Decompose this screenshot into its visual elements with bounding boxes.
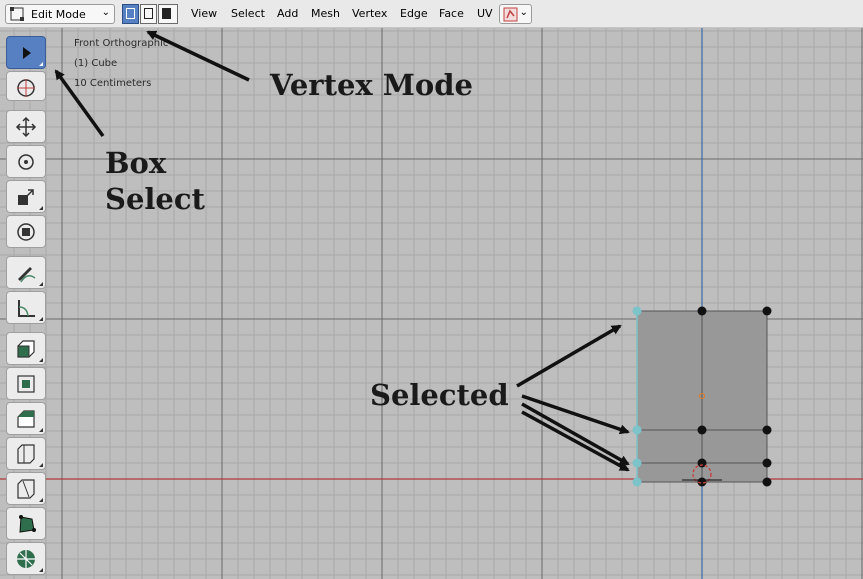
arrow-selected-2 bbox=[521, 394, 630, 435]
tool-select-box[interactable] bbox=[6, 36, 46, 69]
vertex-select-mode-button[interactable] bbox=[122, 4, 139, 24]
spin-icon bbox=[17, 550, 35, 568]
tool-bevel[interactable] bbox=[6, 402, 46, 435]
tool-spin[interactable] bbox=[6, 542, 46, 575]
chevron-down-icon: ⌄ bbox=[519, 7, 528, 18]
tool-inset[interactable] bbox=[6, 367, 46, 400]
menu-vertex[interactable]: Vertex bbox=[352, 7, 388, 20]
poly-build-icon bbox=[19, 515, 36, 533]
mode-dropdown[interactable]: Edit Mode ⌄ bbox=[5, 4, 115, 24]
selected-vertex bbox=[632, 306, 642, 487]
cursor-arrow-icon bbox=[23, 47, 31, 59]
tool-cursor[interactable] bbox=[6, 71, 46, 101]
chevron-down-icon: ⌄ bbox=[101, 7, 110, 18]
tool-rotate[interactable] bbox=[6, 145, 46, 178]
3d-viewport[interactable]: Front Orthographic (1) Cube 10 Centimete… bbox=[0, 28, 863, 579]
transform-icon bbox=[17, 223, 35, 241]
arrow-box-select bbox=[54, 69, 105, 138]
tool-move[interactable] bbox=[6, 110, 46, 143]
extrude-icon bbox=[17, 340, 35, 358]
arrow-selected-1 bbox=[516, 324, 622, 388]
uv-dropdown[interactable]: ⌄ bbox=[499, 4, 532, 24]
ruler-icon bbox=[18, 300, 35, 317]
annotation-vertex-mode: Vertex Mode bbox=[270, 68, 473, 102]
edit-mode-icon bbox=[10, 7, 24, 21]
crosshair-icon bbox=[17, 79, 35, 97]
inset-icon bbox=[17, 375, 35, 393]
tool-knife[interactable] bbox=[6, 472, 46, 505]
menu-select[interactable]: Select bbox=[231, 7, 265, 20]
object-origin bbox=[699, 393, 705, 399]
face-select-mode-button[interactable] bbox=[158, 4, 178, 24]
tool-measure[interactable] bbox=[6, 291, 46, 324]
viewport-header: Edit Mode ⌄ View Select Add Mesh Vertex … bbox=[0, 0, 863, 28]
loop-cut-icon bbox=[17, 444, 35, 464]
menu-uv[interactable]: UV bbox=[477, 7, 493, 20]
tool-extrude[interactable] bbox=[6, 332, 46, 365]
pencil-icon bbox=[18, 267, 36, 283]
tool-loop-cut[interactable] bbox=[6, 437, 46, 470]
arrow-selected-4 bbox=[521, 410, 630, 472]
arrow-vertex-mode bbox=[146, 30, 250, 82]
annotation-selected: Selected bbox=[370, 378, 509, 412]
viewport-grid bbox=[0, 28, 863, 579]
grid-scale: 10 Centimeters bbox=[74, 78, 152, 89]
edge-select-mode-button[interactable] bbox=[140, 4, 157, 24]
annotation-arrows bbox=[54, 30, 630, 472]
tool-transform[interactable] bbox=[6, 215, 46, 248]
mesh-overlay bbox=[632, 306, 772, 487]
menu-add[interactable]: Add bbox=[277, 7, 299, 20]
menu-face[interactable]: Face bbox=[439, 7, 464, 20]
annotation-select: Select bbox=[105, 182, 205, 216]
tool-poly-build[interactable] bbox=[6, 507, 46, 540]
tool-scale[interactable] bbox=[6, 180, 46, 213]
menu-view[interactable]: View bbox=[191, 7, 218, 20]
rotate-icon bbox=[18, 154, 34, 170]
move-arrows-icon bbox=[15, 116, 37, 138]
menu-mesh[interactable]: Mesh bbox=[311, 7, 340, 20]
menu-edge[interactable]: Edge bbox=[400, 7, 428, 20]
tool-annotate[interactable] bbox=[6, 256, 46, 289]
object-name: (1) Cube bbox=[74, 58, 118, 69]
annotation-box: Box bbox=[105, 146, 167, 180]
bevel-icon bbox=[17, 410, 35, 428]
knife-icon bbox=[17, 479, 35, 499]
mode-label: Edit Mode bbox=[31, 8, 86, 21]
uv-map-icon bbox=[503, 7, 518, 22]
vertex bbox=[697, 306, 772, 487]
scale-icon bbox=[18, 189, 34, 205]
3d-cursor-icon bbox=[682, 464, 722, 484]
arrow-selected-3 bbox=[521, 402, 630, 466]
view-name: Front Orthographic bbox=[74, 38, 169, 49]
